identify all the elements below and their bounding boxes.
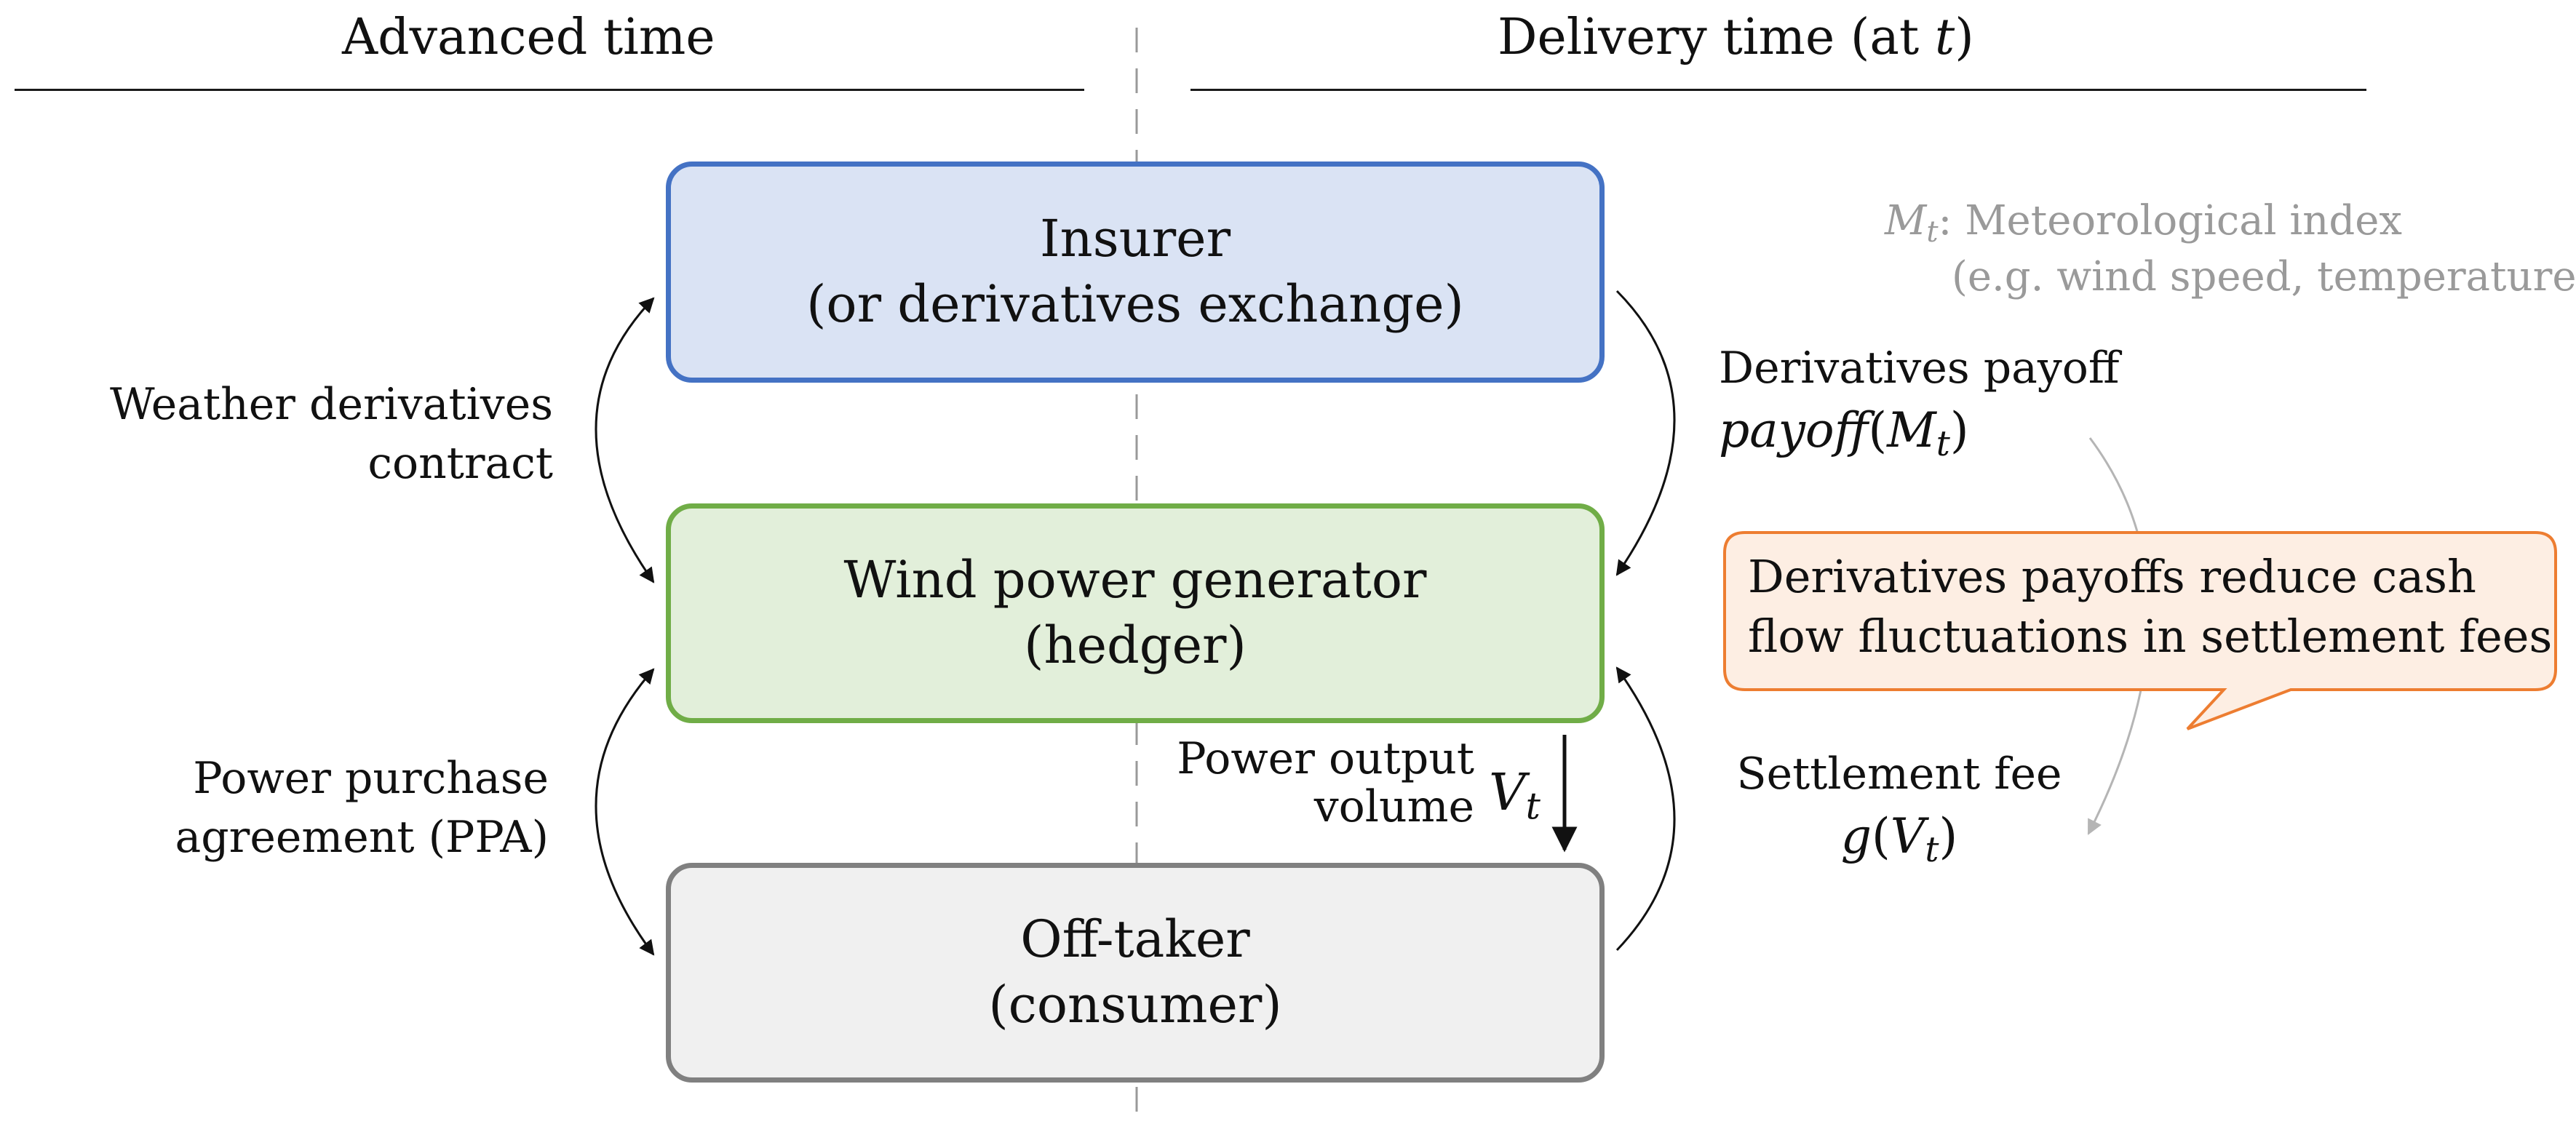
payoff-func: payoff [1719, 402, 1869, 458]
insurer-box: Insurer (or derivatives exchange) [666, 162, 1605, 383]
header-delivery-close: ) [1955, 9, 1974, 66]
payoff-arrow [1615, 290, 1676, 576]
ppa-line1: Power purchase [193, 753, 549, 804]
insurer-title: Insurer [1039, 209, 1231, 269]
meteo-index-var: M [1885, 197, 1927, 244]
payoff-var: M [1887, 402, 1936, 458]
settlement-var: V [1890, 808, 1925, 864]
callout-text: Derivatives payoffs reduce cash flow flu… [1748, 547, 2552, 666]
header-delivery-text: Delivery time (at [1498, 9, 1935, 66]
meteo-index-line1: Mt: Meteorological index [1885, 195, 2576, 251]
header-advanced-time: Advanced time [342, 9, 715, 66]
insurer-subtitle: (or derivatives exchange) [806, 274, 1464, 334]
settlement-sub: t [1925, 829, 1939, 870]
meteo-index-text: : Meteorological index [1938, 197, 2402, 244]
power-output-line1: Power output [1177, 733, 1474, 784]
header-divider-right [1190, 89, 2366, 91]
payoff-close: ) [1949, 402, 1969, 458]
payoff-sub: t [1936, 423, 1950, 464]
derivatives-payoff-label: Derivatives payoff payoff(Mt) [1719, 339, 2120, 468]
power-output-variable: Vt [1489, 762, 1541, 828]
generator-subtitle: (hedger) [1024, 615, 1247, 675]
power-output-label: Power output volume [1177, 735, 1474, 831]
meteo-index-sub: t [1926, 215, 1939, 250]
generator-box: Wind power generator (hedger) [666, 503, 1605, 723]
weather-contract-line2: contract [367, 438, 553, 489]
header-divider-left [15, 89, 1084, 91]
payoff-formula: payoff(Mt) [1719, 398, 2120, 468]
settlement-arrow [1615, 666, 1676, 952]
settlement-title: Settlement fee [1736, 749, 2062, 800]
ppa-line2: agreement (PPA) [175, 812, 549, 863]
settlement-fee-label: Settlement fee g(Vt) [1725, 745, 2074, 874]
settlement-formula: g(Vt) [1725, 804, 2074, 874]
offtaker-box: Off-taker (consumer) [666, 863, 1605, 1083]
callout-bubble [1723, 531, 2557, 730]
offtaker-title: Off-taker [1020, 909, 1250, 970]
ppa-label: Power purchase agreement (PPA) [175, 749, 549, 867]
power-output-line2: volume [1313, 781, 1474, 832]
callout-line1: Derivatives payoffs reduce cash [1748, 550, 2476, 603]
power-output-sub: t [1525, 784, 1541, 828]
meteo-index-line2: (e.g. wind speed, temperature) [1952, 252, 2576, 300]
header-delivery-var: t [1934, 9, 1955, 66]
meteo-index-note: Mt: Meteorological index (e.g. wind spee… [1885, 195, 2576, 303]
power-output-var: V [1489, 762, 1526, 822]
offtaker-subtitle: (consumer) [988, 975, 1282, 1035]
header-delivery-time: Delivery time (at t) [1498, 9, 1974, 66]
payoff-open: ( [1868, 402, 1888, 458]
weather-contract-line1: Weather derivatives [109, 379, 553, 430]
weather-contract-label: Weather derivatives contract [110, 375, 553, 493]
callout-line2: flow fluctuations in settlement fees [1748, 609, 2553, 663]
settlement-func: g [1840, 808, 1872, 864]
generator-title: Wind power generator [843, 550, 1427, 610]
payoff-title: Derivatives payoff [1719, 343, 2120, 394]
settlement-close: ) [1939, 808, 1958, 864]
settlement-open: ( [1871, 808, 1891, 864]
ppa-arrow [595, 668, 655, 956]
weather-contract-arrow [595, 297, 655, 583]
